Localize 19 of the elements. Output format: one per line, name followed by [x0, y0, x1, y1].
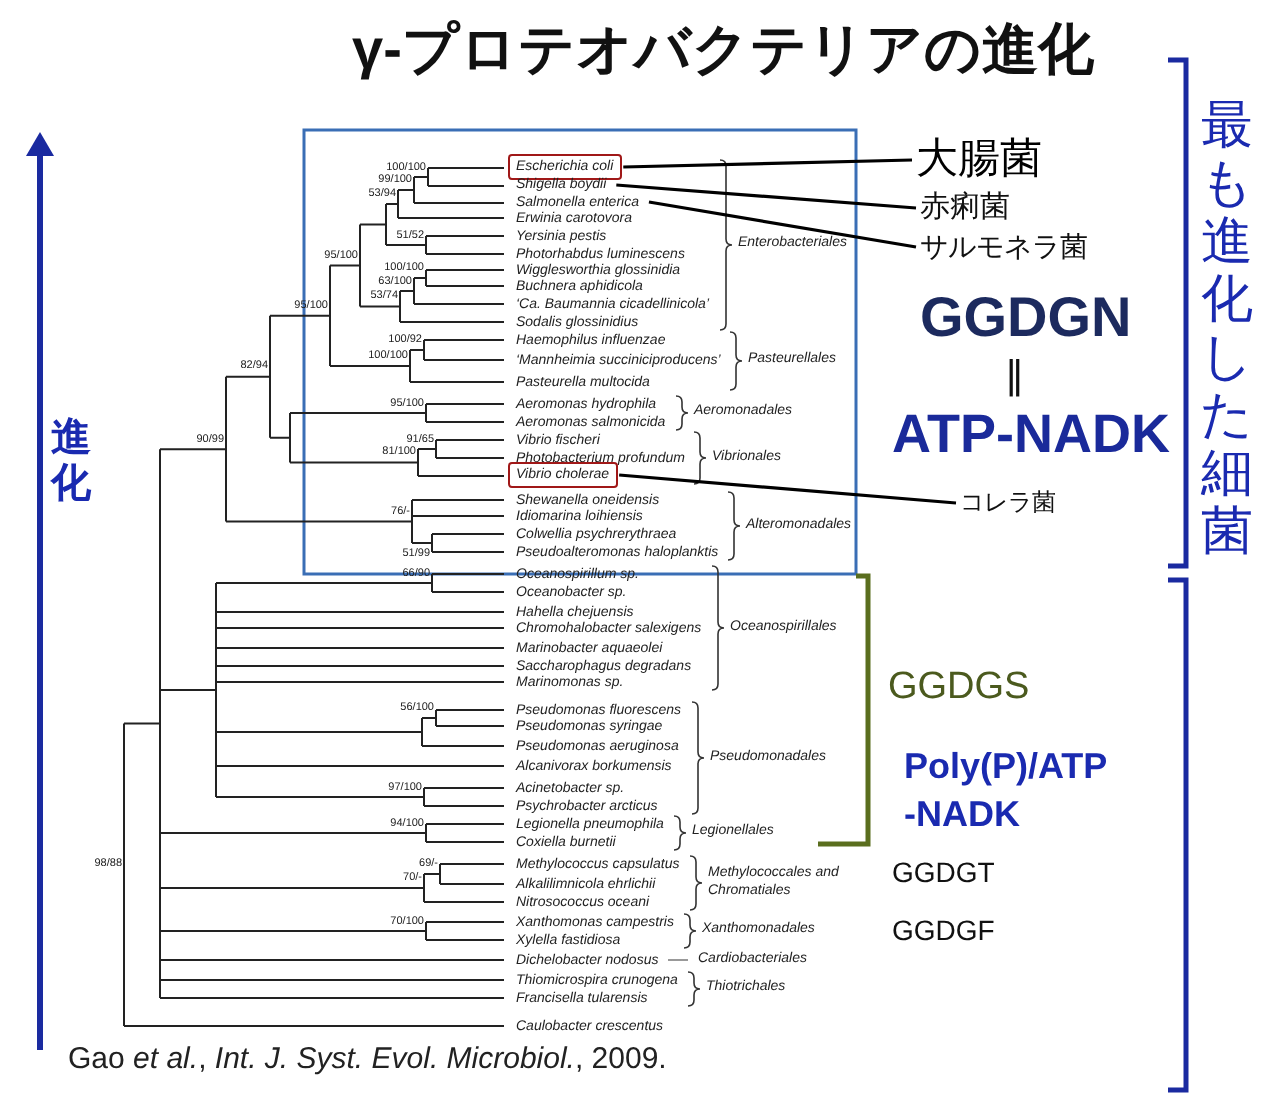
enzyme-label: ATP-NADK [892, 404, 1170, 466]
group-label: 最も進化した細菌 [1200, 96, 1254, 560]
enzyme-label: Poly(P)/ATP -NADK [904, 744, 1109, 838]
annotation-label: 赤痢菌 [920, 190, 1010, 226]
gene-motif-label: GGDGN [920, 286, 1132, 350]
annotation-label: 大腸菌 [916, 136, 1042, 184]
leader-line [616, 183, 917, 210]
axis-label: 進化 [50, 416, 92, 508]
leader-line [619, 473, 957, 505]
gene-motif-label: GGDGF [892, 914, 995, 946]
gene-motif-label: GGDGT [892, 856, 995, 888]
title: γ-プロテオバクテリアの進化 [352, 16, 1094, 84]
caption: Gao et al., Int. J. Syst. Evol. Microbiol., 2009. [68, 1042, 667, 1076]
equivalence-sign: || [1006, 354, 1019, 400]
annotation-label: コレラ菌 [960, 488, 1056, 518]
leader-line [623, 158, 913, 169]
gene-motif-label: GGDGS [888, 666, 1030, 710]
annotation-label: サルモネラ菌 [920, 230, 1088, 264]
leader-line [648, 200, 917, 249]
